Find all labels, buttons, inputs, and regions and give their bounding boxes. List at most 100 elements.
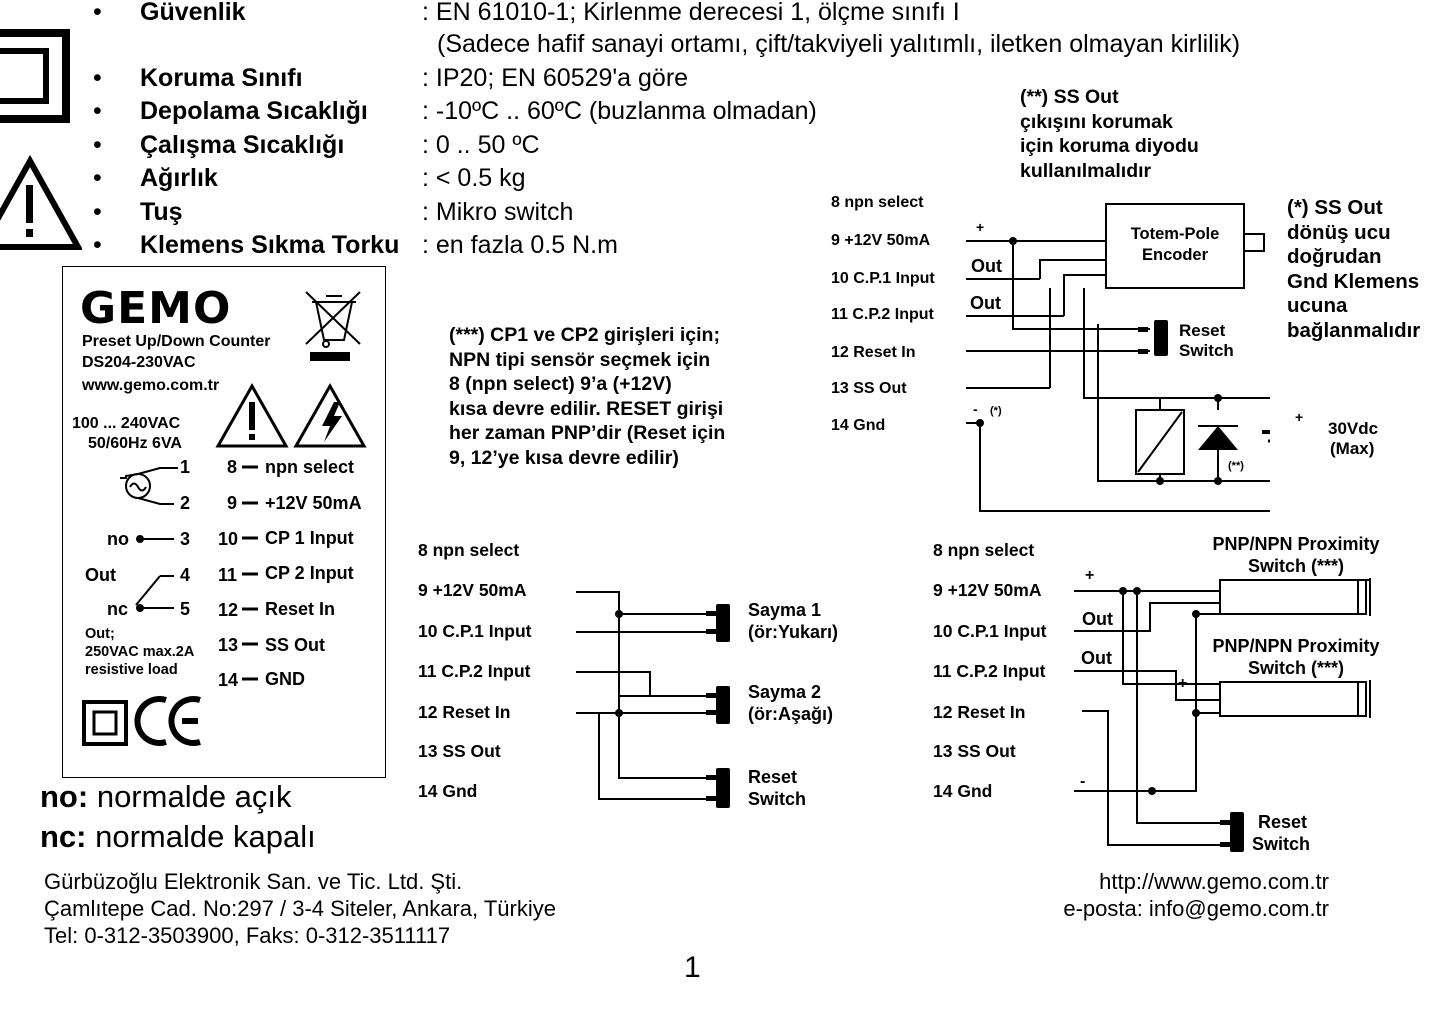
terminal-label: 11 C.P.2 Input <box>418 661 531 681</box>
switch-text: Switch <box>1179 341 1234 360</box>
terminal-label: 9 +12V 50mA <box>831 232 931 249</box>
out-label: Out <box>1082 609 1113 629</box>
contact-block: http://www.gemo.com.tr e-posta: info@gem… <box>1000 868 1329 922</box>
note-ss-out-diode: (**) SS Out çıkışını korumak için koruma… <box>1020 86 1199 182</box>
product-label-panel <box>62 266 386 778</box>
terminal-label: 14 Gnd <box>933 781 993 801</box>
switch-text: Switch <box>748 789 807 809</box>
company-address: Gürbüzoğlu Elektronik San. ve Tic. Ltd. … <box>44 869 556 948</box>
plus-sign: + <box>1178 675 1188 692</box>
sensor2-title: PNP/NPN Proximity <box>1212 636 1380 656</box>
reset-switch-label: Reset Switch <box>1252 811 1310 855</box>
supply-max: (Max) <box>1330 439 1375 458</box>
terminal-label: 9 +12V 50mA <box>418 580 527 600</box>
double-insulation-icon <box>0 29 70 123</box>
spec-value: : 0 .. 50 ºC <box>422 131 540 159</box>
terminal-name: SS Out <box>265 635 326 655</box>
note-cp-inputs: (***) CP1 ve CP2 girişleri için; NPN tip… <box>449 324 726 469</box>
supply-frequency: 50/60Hz 6VA <box>88 435 182 452</box>
encoder-type: Totem-Pole <box>1130 225 1220 243</box>
terminal-number: 8 <box>227 457 238 477</box>
safety-symbols <box>0 29 82 250</box>
weee-bin-icon <box>305 291 361 361</box>
sensor1-sub: Switch (***) <box>1247 556 1344 576</box>
terminal-label: 8 npn select <box>831 194 924 211</box>
switch-text: Switch <box>1252 834 1311 854</box>
legend-no-abbr: no: <box>40 779 89 814</box>
product-model: DS204-230VAC <box>82 354 196 371</box>
terminal-label: 13 SS Out <box>933 741 1016 761</box>
terminal-label: 12 Reset In <box>418 702 511 722</box>
bullet: • <box>93 198 102 226</box>
reset-switch-label: Reset Switch <box>748 766 806 810</box>
website-link[interactable]: http://www.gemo.com.tr <box>1099 869 1329 894</box>
spec-value: : EN 61010-1; Kirlenme derecesi 1, ölçme… <box>422 0 960 26</box>
terminal-label: 14 Gnd <box>418 781 478 801</box>
out-rating: Out; <box>85 626 115 642</box>
out-rating-line3: resistive load <box>85 662 178 678</box>
spec-label: Koruma Sınıfı <box>140 64 303 92</box>
spec-value: : en fazla 0.5 N.m <box>422 231 618 259</box>
terminal-label: 12 Reset In <box>831 344 916 361</box>
spec-value: : -10ºC .. 60ºC (buzlanma olmadan) <box>422 97 817 125</box>
bullet: • <box>93 231 102 259</box>
reset-text: Reset <box>1179 321 1226 340</box>
terminal-name: CP 1 Input <box>265 528 354 548</box>
sensor2-label: PNP/NPN Proximity Switch (***) <box>1205 635 1387 679</box>
terminal-label: 10 C.P.1 Input <box>933 621 1047 641</box>
minus-sign: - <box>973 401 978 417</box>
page-number: 1 <box>684 951 701 984</box>
battery-icon <box>1262 430 1270 443</box>
caution-icon <box>215 382 289 448</box>
proximity-wiring-diagram <box>1074 578 1371 852</box>
spec-value-continued: (Sadece hafif sanayi ortamı, çift/takviy… <box>437 30 1241 58</box>
supply-plus: + <box>1295 409 1304 425</box>
spec-label: Depolama Sıcaklığı <box>140 97 368 125</box>
reset-text: Reset <box>748 767 798 787</box>
sensor2-sub: Switch (***) <box>1247 658 1344 678</box>
terminal-number: 11 <box>218 565 238 585</box>
terminal-label: 13 SS Out <box>418 741 501 761</box>
terminal-label: 8 npn select <box>933 540 1035 560</box>
terminal-label: 9 +12V 50mA <box>933 580 1042 600</box>
terminal-name: Reset In <box>265 599 336 619</box>
encoder-name: Encoder <box>1141 246 1209 264</box>
spec-label: Ağırlık <box>140 164 218 192</box>
out-label: Out <box>1081 648 1112 668</box>
bullet: • <box>93 64 102 92</box>
terminal-name: npn select <box>265 457 355 477</box>
relay-switch <box>135 575 174 612</box>
ac-source-icon <box>120 467 178 505</box>
terminal-number: 2 <box>180 493 191 513</box>
terminal-label: 11 C.P.2 Input <box>831 306 934 323</box>
bullet: • <box>93 164 102 192</box>
brand-logo: GEMO <box>80 283 232 334</box>
supply-label: 30Vdc (Max) <box>1328 419 1378 459</box>
encoder-box-label: Totem-Pole Encoder <box>1106 224 1244 266</box>
reset-switch-label: Reset Switch <box>1179 321 1234 361</box>
count2-title: Sayma 2 <box>748 682 822 702</box>
bullet: • <box>93 0 102 26</box>
diode-icon <box>1198 426 1238 450</box>
note-ss-out-return: (*) SS Out dönüş ucu doğrudan Gnd Klemen… <box>1287 196 1421 342</box>
label-panel-graphics <box>82 291 367 746</box>
terminal-number: 9 <box>227 493 238 513</box>
terminal-label: 8 npn select <box>418 540 520 560</box>
terminal-number: 10 <box>218 529 239 549</box>
out-rating-line2: 250VAC max.2A <box>85 644 195 660</box>
terminal-name: nc <box>107 599 129 619</box>
count2-switch-label: Sayma 2 (ör:Aşağı) <box>748 681 833 725</box>
ce-mark-icon <box>134 696 201 746</box>
terminal-label: 10 C.P.1 Input <box>831 270 935 287</box>
terminal-name: CP 2 Input <box>265 563 354 583</box>
bullet: • <box>93 131 102 159</box>
terminal-number: 5 <box>180 599 191 619</box>
product-name: Preset Up/Down Counter <box>82 333 271 350</box>
spec-label: Güvenlik <box>140 0 246 26</box>
terminal-name: GND <box>265 669 305 689</box>
plus-sign: + <box>976 219 985 235</box>
product-url: www.gemo.com.tr <box>82 377 220 394</box>
spec-label: Tuş <box>140 198 183 226</box>
email-link[interactable]: e-posta: info@gemo.com.tr <box>1063 896 1329 921</box>
terminal-label: 13 SS Out <box>831 380 907 397</box>
